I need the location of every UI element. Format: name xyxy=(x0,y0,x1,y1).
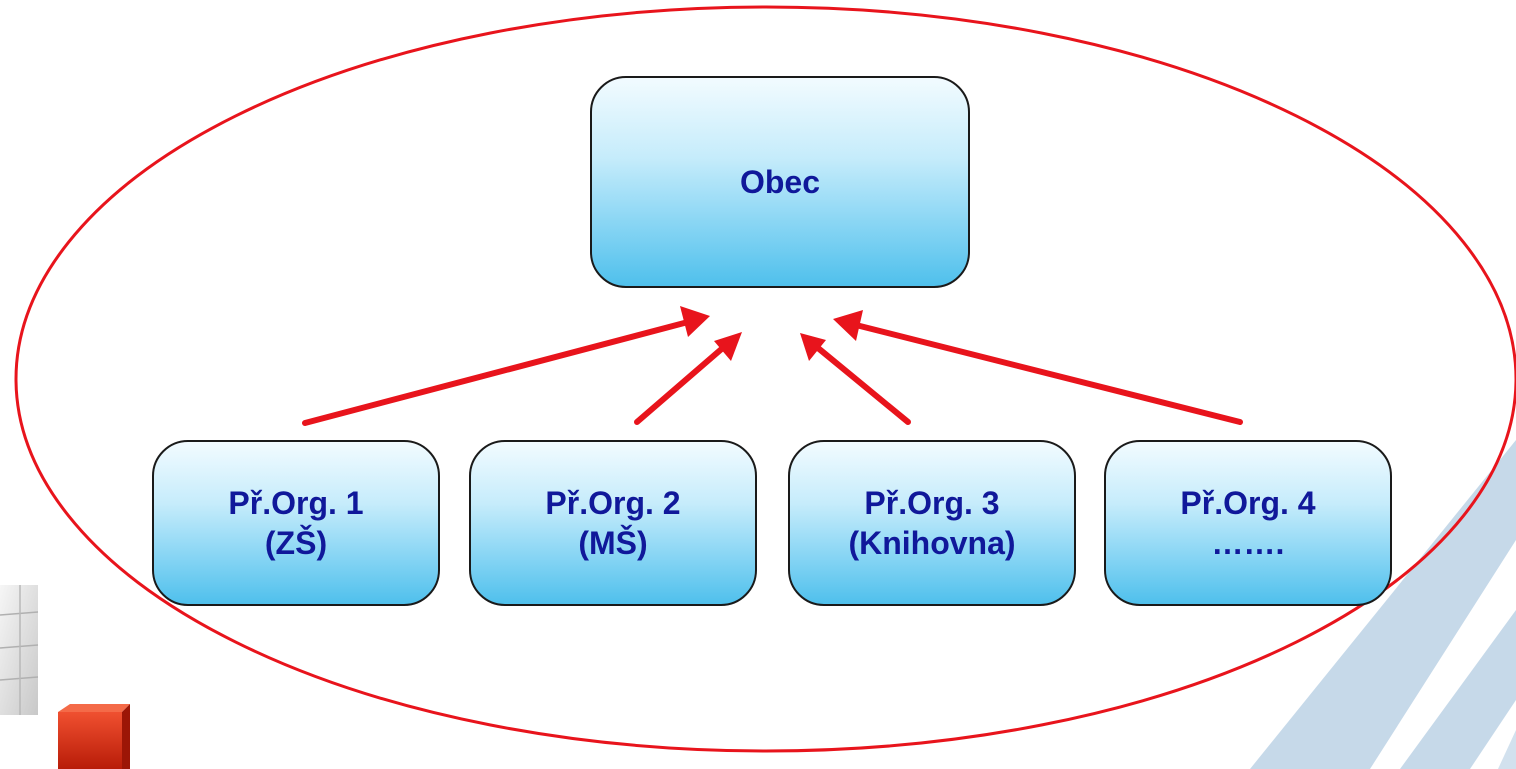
red-cube-icon xyxy=(58,704,130,769)
arrow-prorg-1-to-obec xyxy=(302,306,710,426)
arrow-prorg-3-to-obec xyxy=(800,333,911,425)
node-prorg-4-line2: ……. xyxy=(1211,525,1285,561)
node-obec: Obec xyxy=(590,76,970,288)
node-prorg-1-line2: (ZŠ) xyxy=(264,525,328,561)
node-prorg-4-line1: Př.Org. 4 xyxy=(1180,485,1316,521)
diagonal-stripes xyxy=(1250,440,1516,769)
arrow-prorg-4-to-obec xyxy=(833,310,1243,425)
node-prorg-3: Př.Org. 3 (Knihovna) xyxy=(788,440,1076,606)
node-prorg-3-line1: Př.Org. 3 xyxy=(864,485,1000,521)
cube-stack-icon xyxy=(0,585,39,715)
node-prorg-2: Př.Org. 2 (MŠ) xyxy=(469,440,757,606)
node-prorg-2-line2: (MŠ) xyxy=(578,525,648,561)
node-obec-label: Obec xyxy=(739,164,821,200)
node-prorg-2-line1: Př.Org. 2 xyxy=(545,485,681,521)
node-prorg-4: Př.Org. 4 ……. xyxy=(1104,440,1392,606)
node-prorg-1-line1: Př.Org. 1 xyxy=(228,485,364,521)
arrow-prorg-2-to-obec xyxy=(634,332,742,425)
node-prorg-1: Př.Org. 1 (ZŠ) xyxy=(152,440,440,606)
node-prorg-3-line2: (Knihovna) xyxy=(848,525,1016,561)
